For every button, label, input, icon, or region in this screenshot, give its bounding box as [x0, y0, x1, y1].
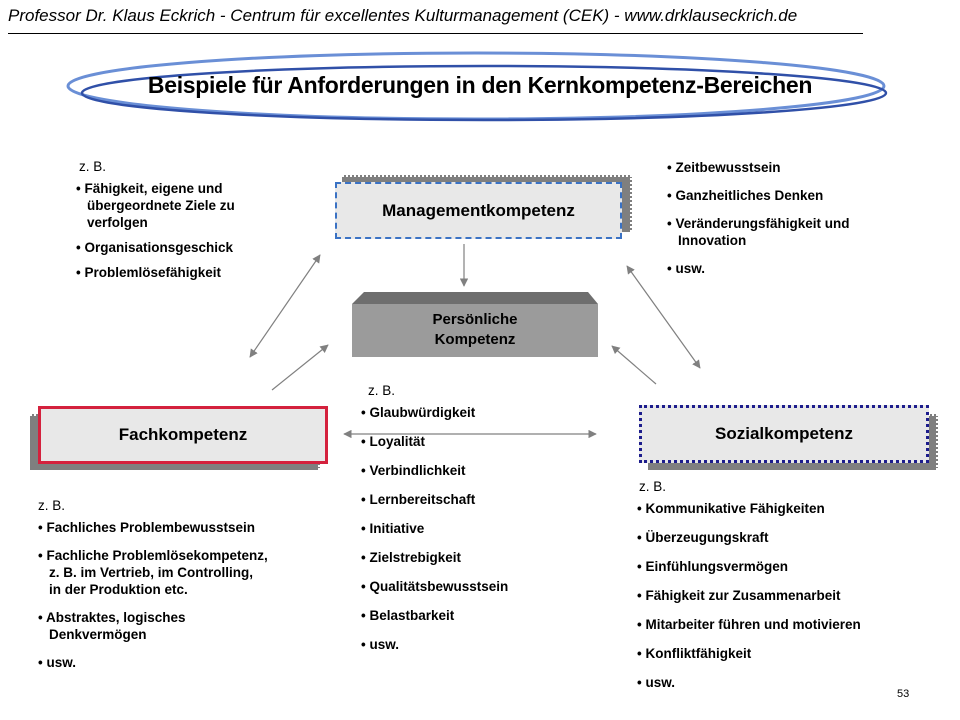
list-item: Überzeugungskraft [637, 529, 937, 546]
list-item: Zeitbewusstsein [667, 159, 907, 176]
persoenlich-label: Persönliche Kompetenz [352, 310, 598, 350]
page-number: 53 [897, 688, 910, 700]
management-left-list: z. B. Fähigkeit, eigene und übergeordnet… [76, 158, 286, 289]
persoenlich-box-top [352, 292, 598, 304]
list-item: Lernbereitschaft [361, 491, 581, 508]
list-item: Ganzheitliches Denken [667, 187, 907, 204]
list-item: Fähigkeit zur Zusammenarbeit [637, 587, 937, 604]
persoenlich-list: z. B. Glaubwürdigkeit Loyalität Verbindl… [361, 382, 581, 661]
list-item: Qualitätsbewusstsein [361, 578, 581, 595]
slide-title: Beispiele für Anforderungen in den Kernk… [147, 72, 813, 98]
list-item: usw. [667, 260, 907, 277]
page-header: Professor Dr. Klaus Eckrich - Centrum fü… [8, 6, 798, 25]
list-item: Veränderungsfähigkeit und Innovation [667, 215, 907, 249]
list-item: Fachliches Problembewusstsein [38, 519, 328, 536]
list-item: Konfliktfähigkeit [637, 645, 937, 662]
list-item: Fähigkeit, eigene und übergeordnete Ziel… [76, 180, 286, 231]
fach-box: Fachkompetenz [38, 406, 328, 464]
zb-label: z. B. [639, 479, 667, 494]
list-item: Kommunikative Fähigkeiten [637, 500, 937, 517]
title-ellipse-inner [80, 64, 888, 122]
management-right-list: Zeitbewusstsein Ganzheitliches Denken Ve… [667, 159, 907, 285]
header-rule [8, 33, 863, 34]
persoenlich-label-text: Persönliche Kompetenz [432, 311, 518, 348]
persoenlich-box [352, 304, 598, 357]
zb-label: z. B. [79, 159, 107, 174]
sozial-box: Sozialkompetenz [639, 405, 929, 463]
list-item: usw. [361, 636, 581, 653]
zb-label: z. B. [368, 383, 396, 398]
management-box: Managementkompetenz [335, 182, 622, 239]
list-item: Problemlösefähigkeit [76, 264, 286, 281]
list-item: Loyalität [361, 433, 581, 450]
list-item: Organisationsgeschick [76, 239, 286, 256]
list-item: Initiative [361, 520, 581, 537]
list-item: Belastbarkeit [361, 607, 581, 624]
list-item: Zielstrebigkeit [361, 549, 581, 566]
list-item: usw. [38, 654, 328, 671]
arrow-left-diagonal [249, 254, 321, 358]
list-item: Einfühlungsvermögen [637, 558, 937, 575]
list-item: Glaubwürdigkeit [361, 404, 581, 421]
zb-label: z. B. [38, 498, 66, 513]
list-item: usw. [637, 674, 937, 691]
list-item: Abstraktes, logisches Denkvermögen [38, 609, 328, 643]
list-item: Fachliche Problemlösekompetenz, z. B. im… [38, 547, 328, 598]
list-item: Verbindlichkeit [361, 462, 581, 479]
arrow-sozial-to-pers [611, 345, 657, 385]
fach-list: z. B. Fachliches Problembewusstsein Fach… [38, 497, 328, 679]
arrow-right-diagonal [626, 265, 701, 369]
arrow-fach-to-pers [271, 344, 329, 391]
list-item: Mitarbeiter führen und motivieren [637, 616, 937, 633]
sozial-list: z. B. Kommunikative Fähigkeiten Überzeug… [637, 478, 937, 699]
